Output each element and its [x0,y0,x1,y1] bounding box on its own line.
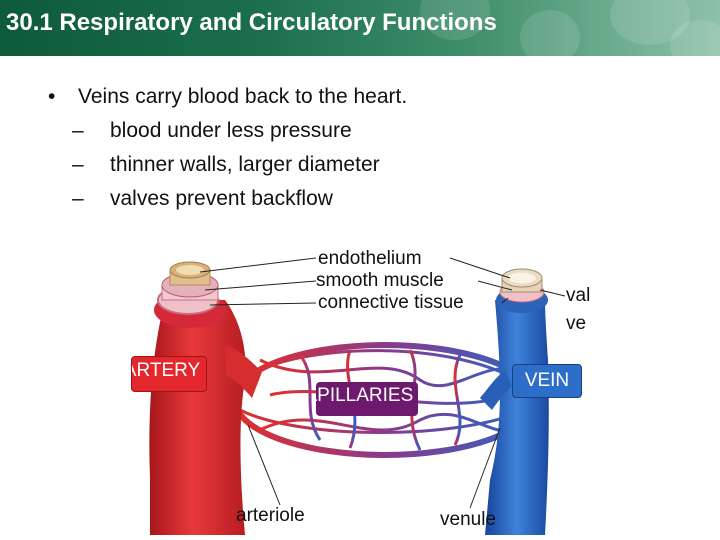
label-connective-tissue: connective tissue [318,292,464,313]
label-valve-line2: ve [566,313,587,334]
sub-bullet: thinner walls, larger diameter [48,148,407,182]
bullet-list: Veins carry blood back to the heart. blo… [48,80,407,216]
artery-label: ARTERY [131,356,207,392]
sub-bullet: valves prevent backflow [48,182,407,216]
label-endothelium: endothelium [318,248,422,269]
label-arteriole: arteriole [236,505,305,526]
label-valve-line1: val [566,285,591,306]
artery-vessel [149,261,262,535]
bullet-main: Veins carry blood back to the heart. [48,80,407,114]
label-venule: venule [440,509,496,530]
vein-vessel [480,268,549,535]
slide-title: 30.1 Respiratory and Circulatory Functio… [6,9,497,36]
title-bar: 30.1 Respiratory and Circulatory Functio… [0,0,720,56]
leader-lines [199,257,566,509]
label-smooth-muscle: smooth muscle [316,270,444,291]
capillaries-label: CAPILLARIES [316,382,418,416]
capillaries-text: CAPILLARIES [316,385,414,406]
vein-label: VEIN [512,364,582,398]
sub-bullet: blood under less pressure [48,114,407,148]
